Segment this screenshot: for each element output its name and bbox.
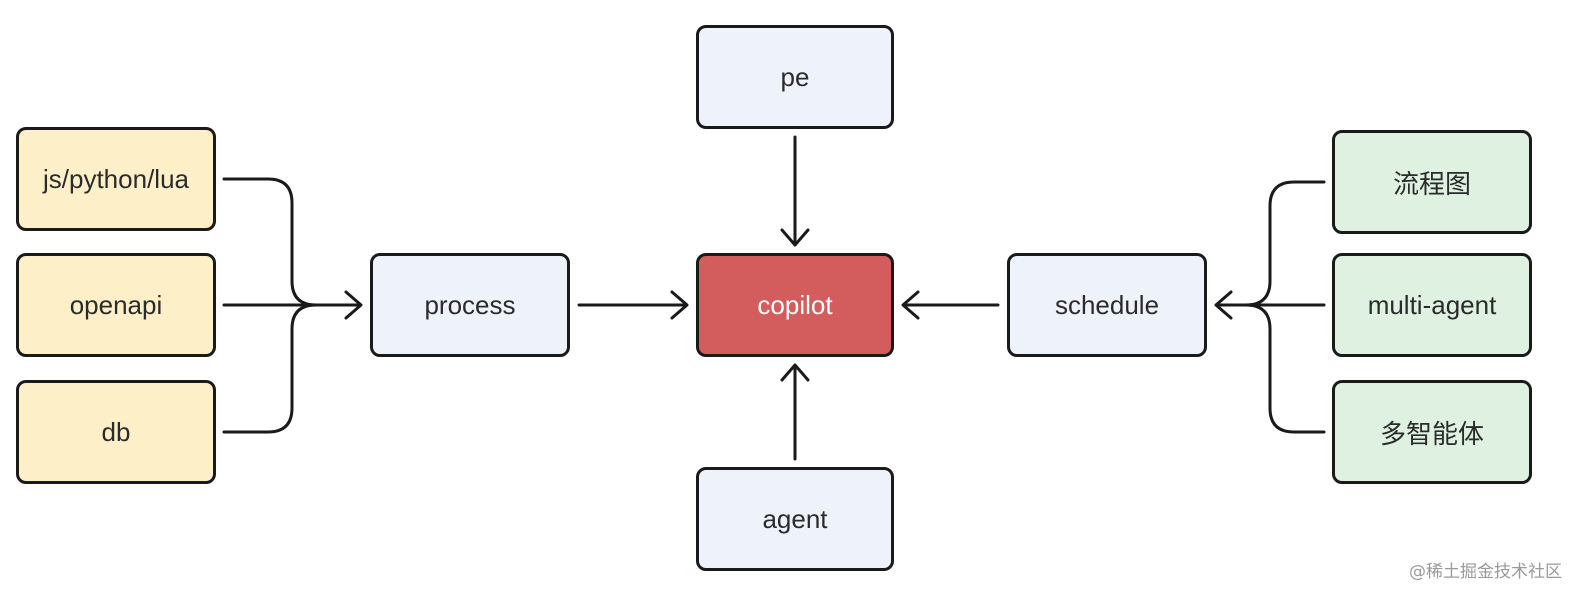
node-multi-agent: multi-agent (1332, 253, 1532, 357)
node-schedule-label: schedule (1054, 289, 1160, 320)
node-openapi-label: openapi (69, 289, 163, 320)
node-flowchart-label: 流程图 (1392, 168, 1471, 199)
edge-db-to-process (222, 303, 318, 434)
arrowhead-process (344, 290, 363, 320)
node-multi-agent-label: multi-agent (1367, 289, 1497, 320)
node-js-python-lua-label: js/python/lua (43, 163, 189, 194)
node-process: process (370, 253, 570, 357)
node-multi-intelligent-agent: 多智能体 (1332, 380, 1532, 484)
node-agent: agent (696, 467, 894, 571)
node-schedule: schedule (1007, 253, 1207, 357)
node-db: db (16, 380, 216, 484)
node-copilot: copilot (696, 253, 894, 357)
arrowhead-copilot-top (780, 228, 810, 247)
node-openapi: openapi (16, 253, 216, 357)
edge-flowchart-to-schedule (1215, 180, 1326, 307)
node-flowchart: 流程图 (1332, 130, 1532, 234)
watermark: @稀土掘金技术社区 (1409, 562, 1562, 582)
node-agent-label: agent (762, 503, 828, 534)
node-pe-label: pe (780, 61, 810, 92)
arrowhead-copilot-bottom (780, 363, 810, 382)
node-js-python-lua: js/python/lua (16, 127, 216, 231)
arrowhead-schedule (1214, 290, 1233, 320)
node-pe: pe (696, 25, 894, 129)
edge-multi-intelligent-to-schedule (1244, 303, 1326, 434)
node-process-label: process (424, 289, 516, 320)
node-multi-intelligent-agent-label: 多智能体 (1379, 418, 1484, 449)
node-copilot-label: copilot (757, 289, 833, 320)
node-db-label: db (101, 416, 131, 447)
arrowhead-copilot-right (901, 290, 920, 320)
arrowhead-copilot-left (670, 290, 689, 320)
edge-js-python-lua-to-process (222, 177, 362, 307)
